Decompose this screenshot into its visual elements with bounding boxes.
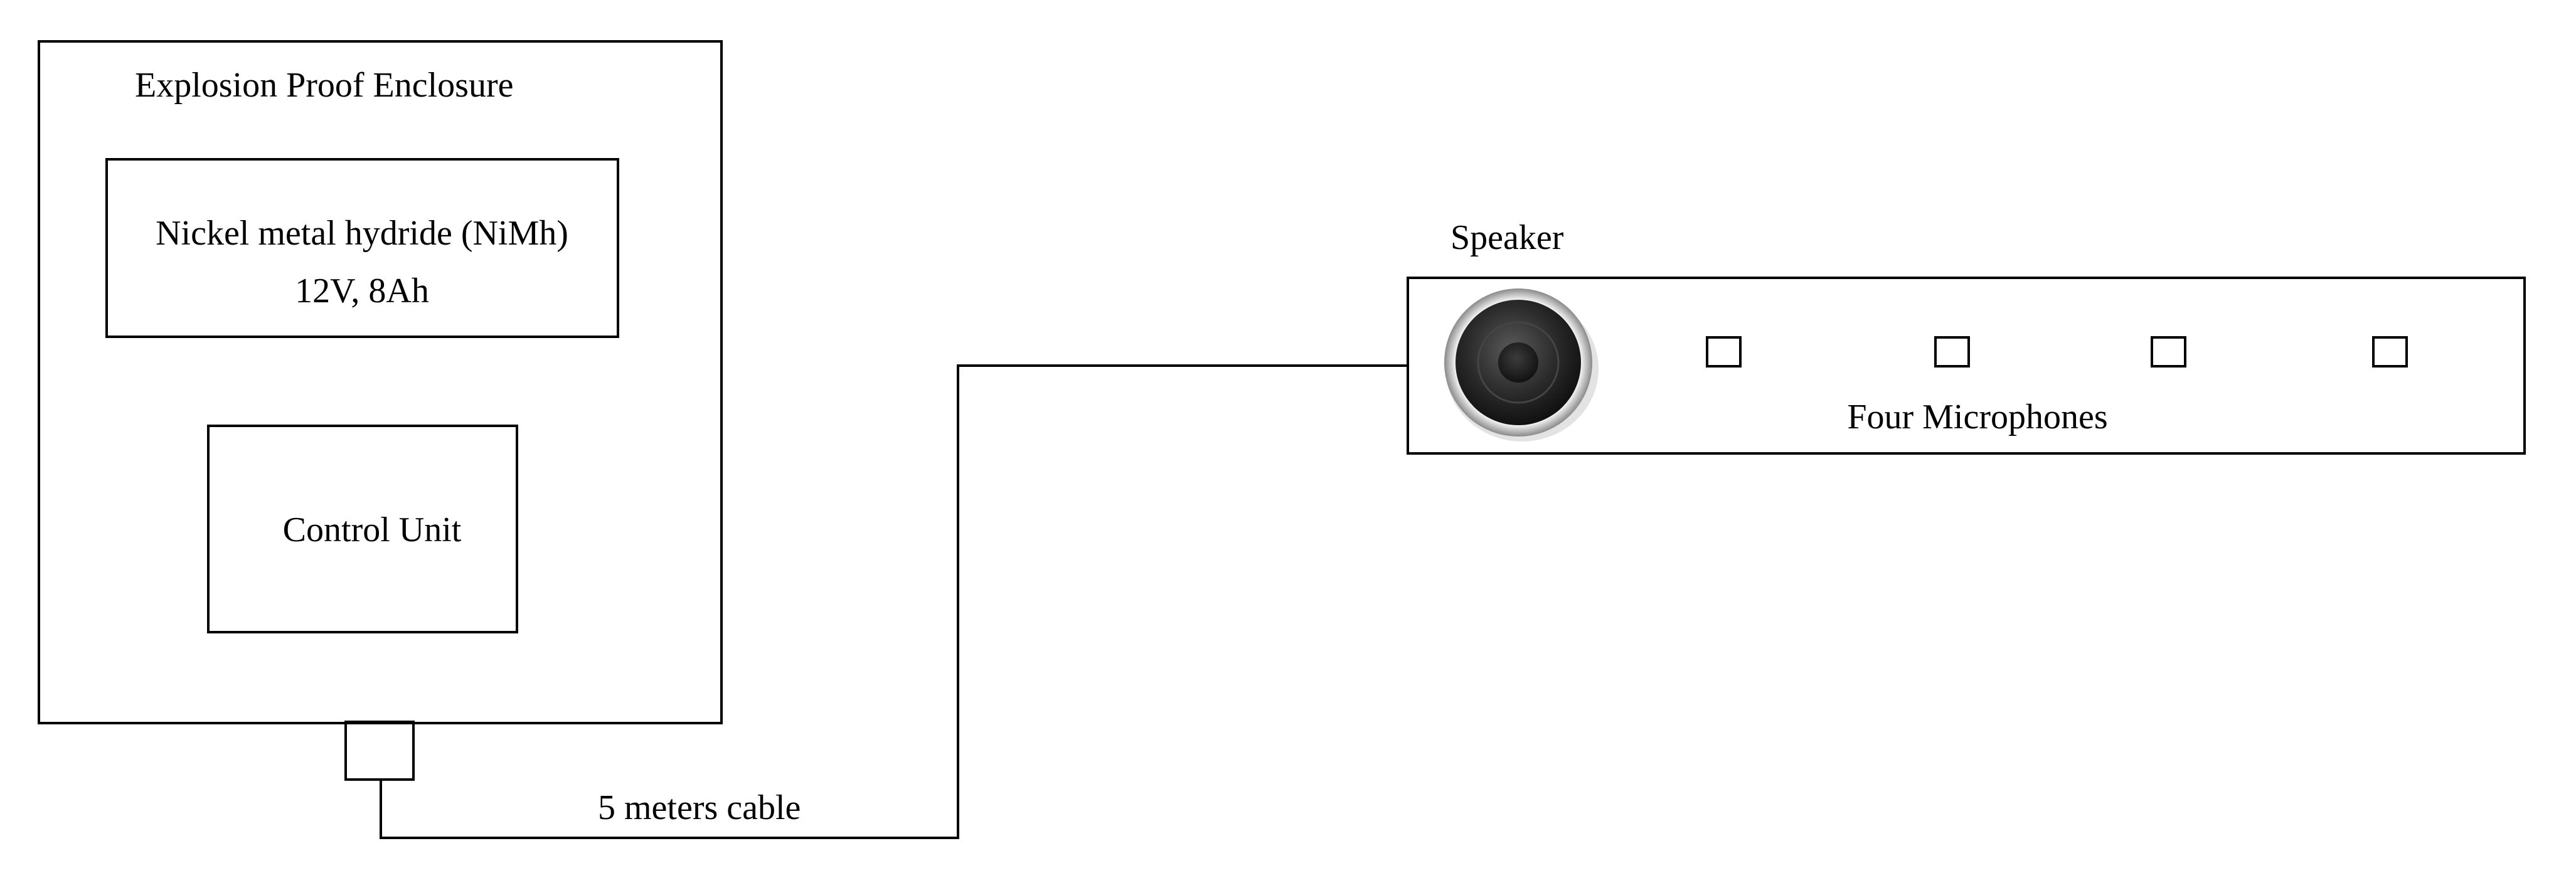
explosion-proof-enclosure: Explosion Proof Enclosure Nickel metal h…	[38, 40, 723, 781]
battery-label-line1: Nickel metal hydride (NiMh)	[156, 214, 568, 253]
battery-block: Nickel metal hydride (NiMh) 12V, 8Ah	[105, 158, 619, 338]
microphone-1	[1706, 336, 1742, 368]
microphone-4	[2372, 336, 2408, 368]
battery-label-line2: 12V, 8Ah	[295, 272, 429, 310]
cable-connector	[344, 721, 415, 781]
enclosure-box	[38, 40, 723, 724]
speaker-icon	[1444, 288, 1599, 442]
enclosure-title: Explosion Proof Enclosure	[135, 66, 513, 105]
battery-box	[105, 158, 619, 338]
microphone-3	[2151, 336, 2186, 368]
cable: 5 meters cable	[380, 364, 1408, 839]
control-unit-block: Control Unit	[207, 425, 518, 633]
array-box	[1407, 277, 2526, 455]
control-unit-box	[207, 425, 518, 633]
cable-label: 5 meters cable	[598, 788, 801, 827]
microphones-label: Four Microphones	[1847, 398, 2107, 436]
speaker-label: Speaker	[1450, 218, 1564, 257]
speaker-microphone-array: Speaker Four Microphones	[1407, 218, 2526, 455]
control-unit-label: Control Unit	[283, 510, 462, 549]
microphone-2	[1934, 336, 1970, 368]
cable-line	[380, 364, 1408, 839]
